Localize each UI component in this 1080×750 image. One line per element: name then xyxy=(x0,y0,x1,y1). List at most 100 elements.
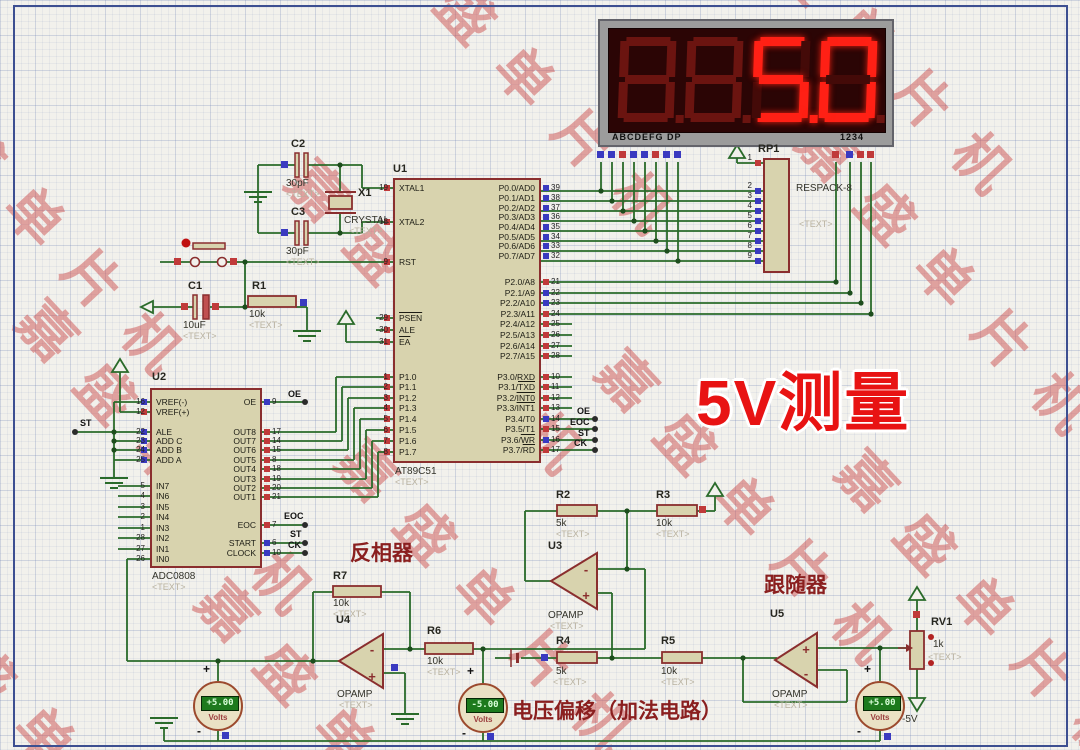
pin-number: 24 xyxy=(551,309,560,318)
pin-number: 31 xyxy=(379,337,388,346)
pin-number: 2 xyxy=(383,382,388,391)
val-label: 5k xyxy=(556,518,567,529)
resistor-r5[interactable] xyxy=(661,651,703,664)
resistor-r1[interactable] xyxy=(247,295,297,308)
pin-number: 27 xyxy=(551,341,560,350)
voltmeter-unit: Volts xyxy=(208,713,228,722)
val-label: 10k xyxy=(249,309,266,320)
pin-label: RST xyxy=(399,257,416,267)
pin-number: 18 xyxy=(379,217,388,226)
pin-number: 36 xyxy=(551,212,560,221)
ref-label: R2 xyxy=(556,489,571,501)
resistor-r7[interactable] xyxy=(332,585,382,598)
text-label: <TEXT> xyxy=(656,529,690,539)
pin-number: 38 xyxy=(551,193,560,202)
pin-label: P2.3/A11 xyxy=(500,309,535,319)
pin-label: IN2 xyxy=(156,533,170,543)
pin-number: 33 xyxy=(551,241,560,250)
pin-label: OUT7 xyxy=(233,436,256,446)
val-label: 10k xyxy=(661,666,678,677)
potentiometer-rv1[interactable] xyxy=(909,630,925,670)
seven-segment-display[interactable]: ABCDEFG DP 1234 xyxy=(598,19,894,147)
ref-label: C3 xyxy=(291,206,306,218)
pin-number: 3 xyxy=(383,393,388,402)
voltmeter-reading: +5.00 xyxy=(201,696,239,711)
voltmeter-reading: +5.00 xyxy=(863,696,901,711)
ref-label: RV1 xyxy=(931,616,953,628)
text-label: <TEXT> xyxy=(553,677,587,687)
resistor-r4[interactable] xyxy=(556,651,598,664)
pin-number: 23 xyxy=(551,298,560,307)
opamp-u3[interactable] xyxy=(549,551,598,611)
pin-label: P2.1/A9 xyxy=(504,288,535,298)
st_left-label: ST xyxy=(80,418,92,428)
text-label: <TEXT> xyxy=(799,219,833,229)
pin-number: 15 xyxy=(551,424,560,433)
pin-number: 7 xyxy=(383,436,388,445)
1-label: EOC xyxy=(570,417,590,427)
pin-number: 5 xyxy=(747,211,752,220)
ref-label: R6 xyxy=(427,625,442,637)
ref-label: C1 xyxy=(188,280,203,292)
pin-number: 7 xyxy=(747,231,752,240)
pin-number: 6 xyxy=(383,425,388,434)
pin-number: 4 xyxy=(747,201,752,210)
pin-label: P3.3/INT1 xyxy=(496,403,535,413)
chip-u1[interactable] xyxy=(393,178,541,463)
pin-number: 10 xyxy=(272,548,281,557)
pin-number: 8 xyxy=(747,241,752,250)
text-label: <TEXT> xyxy=(286,189,320,199)
display-digit-4 xyxy=(818,37,885,123)
resistor-r3[interactable] xyxy=(656,504,698,517)
pin-label: IN0 xyxy=(156,554,170,564)
text-label: <TEXT> xyxy=(339,700,373,710)
pin-label: OUT4 xyxy=(233,464,256,474)
ref-label: R1 xyxy=(252,280,267,292)
pin-number: 2 xyxy=(140,512,145,521)
0-label: OE xyxy=(577,406,591,416)
pin-number: 37 xyxy=(551,203,560,212)
pin-number: 13 xyxy=(551,403,560,412)
val-label: 30pF xyxy=(286,178,309,189)
resistor-r2[interactable] xyxy=(556,504,598,517)
pin-label: P1.5 xyxy=(399,425,417,435)
pin-label: IN1 xyxy=(156,544,170,554)
opamp-u4[interactable] xyxy=(337,632,384,690)
pin-label: CLOCK xyxy=(226,548,256,558)
pin-number: 3 xyxy=(747,191,752,200)
part-label: CRYSTAL xyxy=(344,215,390,226)
pin-label: P1.3 xyxy=(399,403,417,413)
opamp-u5[interactable] xyxy=(773,631,818,689)
pin-number: 5 xyxy=(383,414,388,423)
pin-label: P2.7/A15 xyxy=(500,351,535,361)
display-panel xyxy=(608,28,886,133)
pin-label: OUT6 xyxy=(233,445,256,455)
part-label: OPAMP xyxy=(772,689,808,700)
pin-label: P3.0/RXD xyxy=(497,372,535,382)
chip-rp1[interactable] xyxy=(763,158,790,273)
chip-u2[interactable] xyxy=(150,388,262,568)
display-digit-1 xyxy=(617,37,684,123)
pin-number: 8 xyxy=(272,455,277,464)
pin-label: ADD C xyxy=(156,436,183,446)
crystal-x1[interactable] xyxy=(328,195,353,210)
pin-number: 19 xyxy=(272,474,281,483)
pin-label: P2.6/A14 xyxy=(500,341,535,351)
ref-label: C2 xyxy=(291,138,306,150)
text-label: <TEXT> xyxy=(556,529,590,539)
pin-number: 20 xyxy=(272,483,281,492)
pin-label: OUT1 xyxy=(233,492,256,502)
pin-label: P1.7 xyxy=(399,447,417,457)
2-label: ST xyxy=(578,428,590,438)
inverter-label: 反相器 xyxy=(350,542,413,565)
pin-label: P3.1/TXD xyxy=(498,382,535,392)
resistor-r6[interactable] xyxy=(424,642,474,655)
pin-label: P0.1/AD1 xyxy=(498,193,535,203)
part-label: RESPACK-8 xyxy=(796,183,852,194)
pin-number: 2 xyxy=(747,181,752,190)
pin-label: P0.7/AD7 xyxy=(498,251,535,261)
